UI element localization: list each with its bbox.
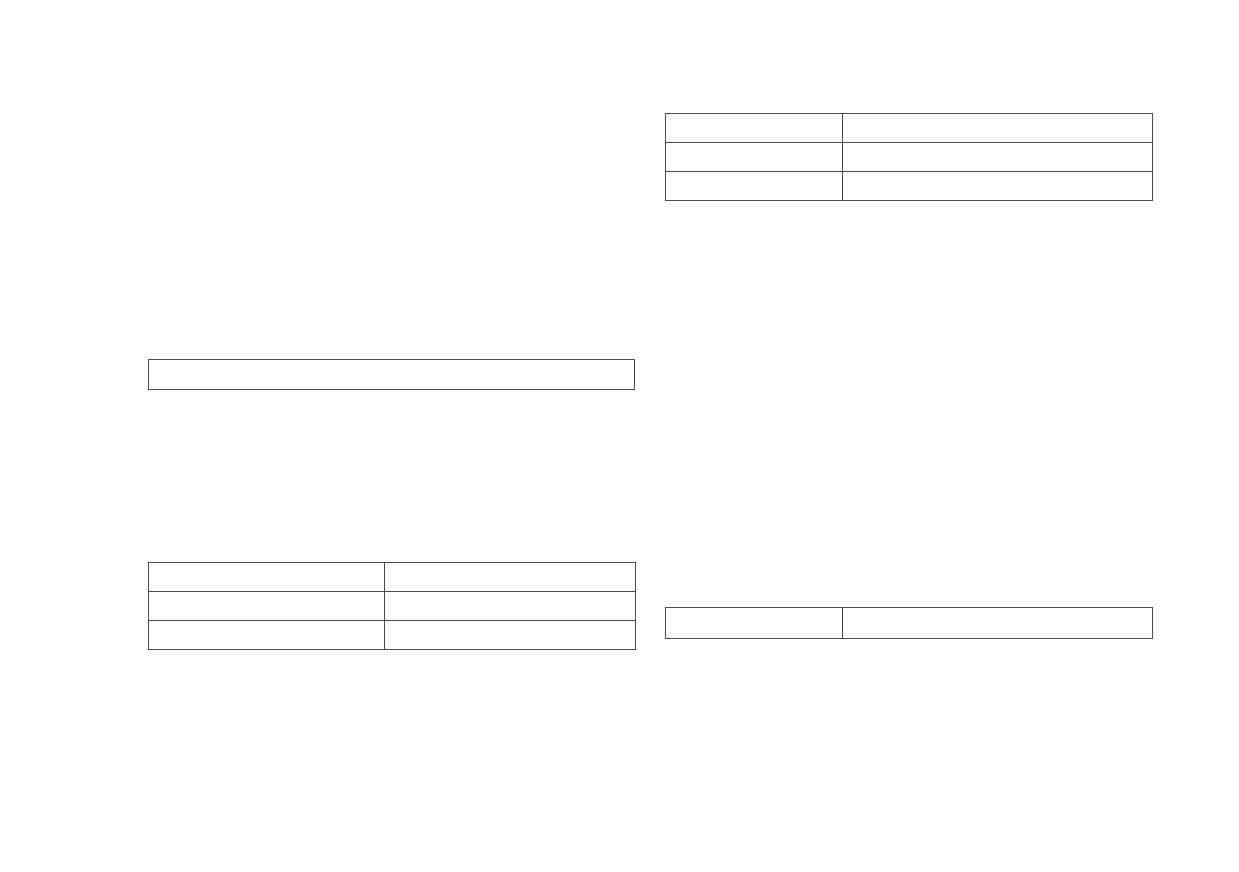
table-cell: [384, 562, 636, 592]
table-row: [665, 113, 1153, 143]
table-cell: [148, 562, 385, 592]
table-cell: [842, 171, 1153, 201]
left-bottom-table: [148, 562, 636, 650]
table-row: [665, 142, 1153, 172]
table-cell: [665, 113, 843, 143]
table-cell: [148, 359, 635, 390]
table-cell: [842, 142, 1153, 172]
table-row: [665, 171, 1153, 201]
table-cell: [842, 607, 1153, 639]
table-row: [665, 607, 1153, 639]
table-cell: [148, 591, 385, 621]
table-cell: [665, 142, 843, 172]
table-cell: [842, 113, 1153, 143]
table-row: [148, 562, 636, 592]
table-cell: [665, 171, 843, 201]
table-cell: [384, 591, 636, 621]
table-row: [148, 359, 635, 390]
right-top-table: [665, 113, 1153, 201]
table-cell: [665, 607, 843, 639]
left-top-table: [148, 359, 635, 390]
table-cell: [148, 620, 385, 650]
table-row: [148, 620, 636, 650]
table-cell: [384, 620, 636, 650]
right-bottom-table: [665, 607, 1153, 639]
table-row: [148, 591, 636, 621]
